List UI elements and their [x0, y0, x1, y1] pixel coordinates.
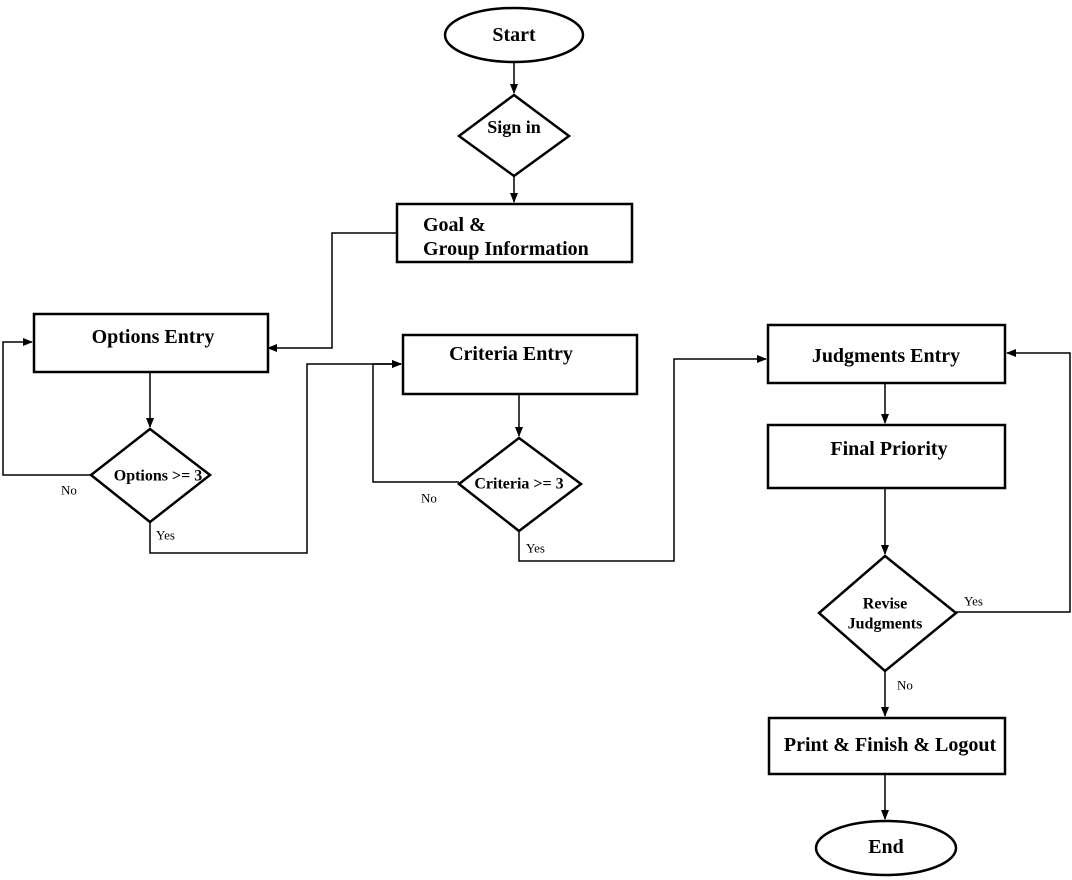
edge-options-yes-to-criteria	[149, 360, 402, 554]
node-options-entry: Options Entry	[32, 312, 270, 374]
node-end: End	[814, 819, 958, 877]
options-check-decision	[88, 427, 213, 524]
goal-label-line2: Group Information	[423, 238, 589, 260]
node-print-finish-logout: Print & Finish & Logout	[767, 716, 1007, 776]
edge-criteria-yes-to-judgments	[518, 355, 767, 562]
end-label: End	[868, 836, 904, 858]
edge-labels: No Yes No Yes Yes No	[61, 483, 983, 693]
sign-in-decision	[456, 93, 572, 178]
connectors	[2, 62, 1071, 820]
end-terminal	[814, 819, 958, 877]
criteria-check-decision	[456, 436, 584, 533]
options-check-label: Options >= 3	[114, 468, 202, 485]
edge-criteria-no-loop	[372, 360, 459, 483]
revise-label-line1: Revise	[863, 596, 907, 613]
print-finish-logout-box	[767, 716, 1007, 776]
print-finish-logout-label: Print & Finish & Logout	[784, 734, 997, 756]
revise-label-line2: Judgments	[848, 616, 923, 633]
criteria-entry-label: Criteria Entry	[449, 343, 573, 365]
criteria-entry-box	[401, 333, 639, 396]
edge-options-no-loop	[2, 338, 91, 476]
start-terminal	[443, 6, 585, 64]
node-options-check: Options >= 3	[88, 427, 213, 524]
node-start: Start	[443, 6, 585, 64]
options-entry-box	[32, 312, 270, 374]
goal-group-info-box	[395, 202, 634, 264]
revise-judgments-decision	[817, 554, 958, 673]
judgments-entry-box	[766, 323, 1007, 385]
final-priority-box	[766, 423, 1007, 490]
criteria-no-label: No	[421, 491, 437, 506]
node-revise-judgments: Revise Judgments	[817, 554, 958, 673]
edge-goal-to-options-entry	[267, 232, 396, 352]
sign-in-label: Sign in	[487, 117, 541, 137]
criteria-check-label: Criteria >= 3	[474, 476, 563, 493]
revise-yes-label: Yes	[964, 594, 983, 609]
node-criteria-check: Criteria >= 3	[456, 436, 584, 533]
options-entry-label: Options Entry	[92, 326, 215, 348]
node-sign-in: Sign in	[456, 93, 572, 178]
start-label: Start	[492, 24, 536, 46]
criteria-yes-label: Yes	[526, 541, 545, 556]
node-goal-group-info: Goal & Group Information	[395, 202, 634, 264]
node-judgments-entry: Judgments Entry	[766, 323, 1007, 385]
options-no-label: No	[61, 483, 77, 498]
final-priority-label: Final Priority	[830, 438, 947, 460]
judgments-entry-label: Judgments Entry	[812, 345, 960, 367]
edge-revise-yes-loop	[956, 349, 1071, 613]
revise-no-label: No	[897, 678, 913, 693]
node-criteria-entry: Criteria Entry	[401, 333, 639, 396]
goal-label-line1: Goal &	[423, 214, 486, 236]
node-final-priority: Final Priority	[766, 423, 1007, 490]
options-yes-label: Yes	[156, 528, 175, 543]
